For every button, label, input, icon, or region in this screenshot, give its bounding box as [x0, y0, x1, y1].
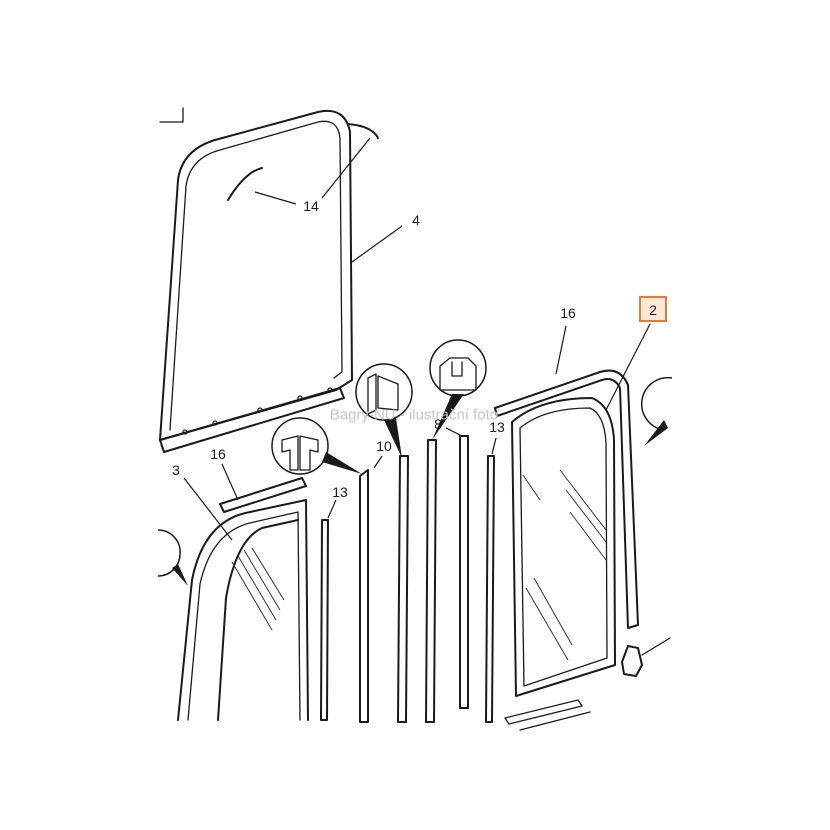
seal-segment-inner — [227, 167, 263, 201]
profile-detail-10 — [271, 417, 362, 475]
left-door-glass — [177, 499, 309, 721]
callout-3: 3 — [172, 462, 180, 478]
callout-13-right: 13 — [489, 419, 505, 435]
leader-16-left — [221, 463, 239, 501]
leader-10 — [373, 455, 383, 469]
seal-strip-13-right — [485, 455, 495, 723]
leader-4 — [351, 225, 403, 263]
lower-trim-strip-2 — [519, 711, 591, 731]
profile-detail-left-edge — [157, 529, 188, 586]
leader-2 — [605, 323, 651, 411]
leader-14b — [321, 137, 371, 199]
leader-3 — [183, 477, 233, 541]
right-door-glass — [511, 397, 616, 697]
top-seal-right — [494, 369, 639, 629]
leader-14a — [254, 191, 297, 205]
callout-4: 4 — [412, 212, 420, 228]
callout-16-left: 16 — [210, 446, 226, 462]
callout-13-left: 13 — [332, 484, 348, 500]
callout-2: 2 — [649, 302, 657, 318]
seal-strip-8 — [459, 435, 469, 709]
watermark-text: Bagry-NU - ilustrační foto — [330, 407, 498, 424]
callout-8: 8 — [434, 416, 442, 432]
leader-8 — [445, 427, 463, 437]
leader-16-right — [555, 325, 567, 375]
seal-segment-top — [347, 123, 379, 139]
lower-trim-strip — [504, 699, 583, 725]
profile-detail-right-edge — [640, 376, 673, 446]
seal-strip-10 — [359, 469, 369, 723]
callout-2-box — [639, 296, 667, 322]
seal-strip-13-left — [320, 519, 329, 721]
callout-10: 10 — [376, 438, 392, 454]
seal-strip-8a — [425, 439, 437, 723]
top-seal-left — [219, 477, 307, 513]
callout-16-right: 16 — [560, 305, 576, 321]
seal-strip-10b — [397, 455, 409, 723]
door-latch — [621, 637, 671, 677]
profile-detail-8a — [355, 363, 413, 458]
profile-detail-8 — [429, 339, 487, 440]
leader-13-right — [491, 437, 497, 455]
upper-window-frame — [159, 110, 353, 453]
callout-14: 14 — [303, 198, 319, 214]
leader-13-left — [327, 499, 337, 519]
corner-mark — [159, 107, 184, 123]
